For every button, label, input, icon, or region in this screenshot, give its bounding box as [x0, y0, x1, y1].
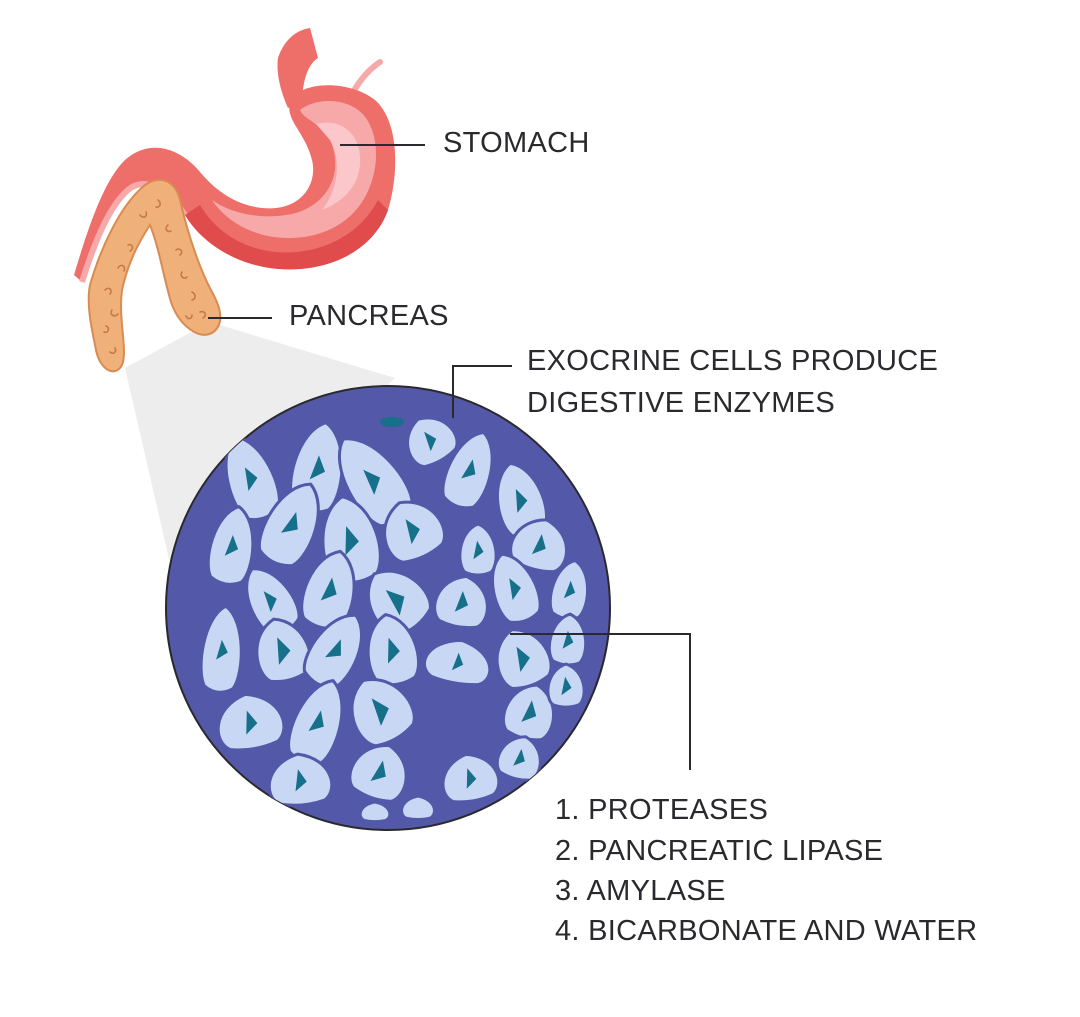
cell-nucleus	[531, 534, 546, 555]
cell	[441, 430, 494, 510]
cell-nucleus	[320, 577, 337, 601]
cell	[348, 744, 408, 803]
cell	[300, 549, 356, 630]
cell	[458, 522, 498, 577]
cell	[546, 662, 586, 709]
cell	[509, 518, 568, 574]
exocrine-label-line2: DIGESTIVE ENZYMES	[527, 387, 836, 419]
leader-lines	[208, 144, 691, 770]
cell-nucleus	[387, 637, 400, 664]
cell-nucleus	[561, 676, 572, 696]
exocrine-leader	[452, 365, 512, 418]
cell-nucleus	[509, 578, 521, 601]
cell	[255, 617, 313, 684]
cell	[400, 794, 436, 822]
cell-nucleus	[380, 417, 404, 427]
cell	[257, 482, 320, 568]
magnified-tissue	[165, 385, 611, 831]
cell-nucleus	[461, 459, 476, 479]
cell-nucleus	[325, 639, 341, 658]
cell-nucleus	[277, 637, 291, 665]
exocrine-label-line1: EXOCRINE CELLS PRODUCE	[527, 345, 939, 377]
cell-nucleus	[466, 768, 477, 789]
cell	[206, 504, 255, 586]
cell	[199, 604, 243, 694]
cell	[406, 416, 459, 469]
enzyme-item: 1. PROTEASES	[555, 794, 769, 826]
cell-nucleus	[244, 467, 258, 492]
cell	[358, 800, 392, 824]
cell	[433, 574, 489, 630]
cell	[383, 500, 446, 564]
cell	[224, 435, 281, 522]
cell-nucleus	[280, 512, 298, 533]
cell	[350, 678, 416, 748]
cell-nucleus	[515, 488, 528, 513]
cell	[495, 628, 553, 691]
cell	[491, 552, 542, 624]
cell-nucleus	[521, 700, 537, 722]
cell	[267, 752, 334, 807]
cell	[366, 612, 420, 687]
enzyme-item: 3. AMYLASE	[555, 875, 726, 907]
stomach-label: STOMACH	[443, 127, 590, 159]
cell	[495, 735, 542, 782]
cell	[441, 752, 501, 804]
acinar-cells	[199, 416, 589, 824]
cell-nucleus	[363, 469, 381, 495]
pancreas-illustration	[87, 179, 222, 373]
enzyme-item: 4. BICARBONATE AND WATER	[555, 915, 978, 947]
enzymes-leader	[510, 633, 691, 770]
cell-nucleus	[295, 769, 307, 792]
cell	[302, 613, 363, 690]
pancreas-label: PANCREAS	[289, 300, 449, 332]
cell-nucleus	[371, 698, 389, 726]
cell-nucleus	[454, 591, 469, 612]
enzyme-item: 2. PANCREATIC LIPASE	[555, 835, 884, 867]
cell-nucleus	[370, 760, 386, 782]
esophagus	[277, 28, 318, 108]
cell	[216, 692, 286, 752]
cell	[422, 638, 492, 687]
cell-nucleus	[563, 580, 576, 599]
cell-nucleus	[308, 710, 324, 732]
cell-nucleus	[424, 431, 437, 452]
cell-nucleus	[405, 519, 420, 545]
cell-nucleus	[562, 630, 574, 649]
cell-nucleus	[263, 591, 277, 613]
cell-nucleus	[309, 455, 326, 480]
cell-nucleus	[513, 748, 525, 766]
pancreas-body	[87, 179, 222, 373]
cell-nucleus	[473, 540, 484, 560]
cell-nucleus	[345, 526, 359, 556]
cell-nucleus	[224, 535, 239, 556]
cell-nucleus	[216, 639, 228, 660]
cell-nucleus	[451, 652, 464, 671]
cell-nucleus	[385, 589, 405, 616]
cell-nucleus	[246, 710, 258, 735]
cell-nucleus	[516, 646, 530, 672]
